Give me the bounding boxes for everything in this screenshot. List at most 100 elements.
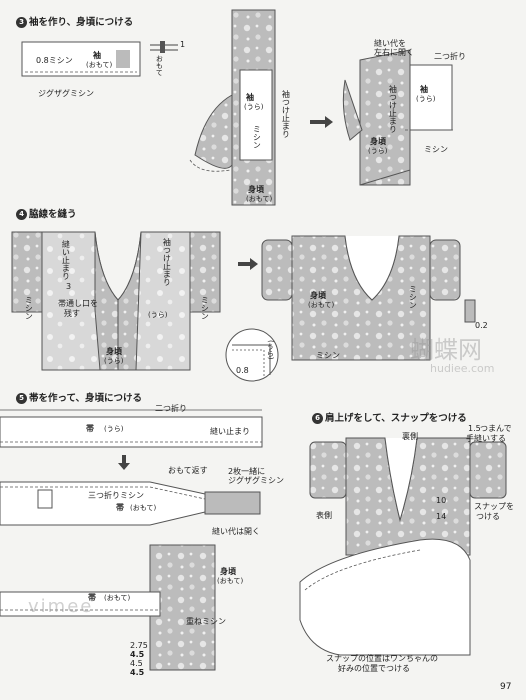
label-omote-3: (おもて) [308, 301, 335, 309]
label-45c: 4.5 [130, 668, 145, 677]
label-45b: 4.5 [130, 659, 143, 668]
label-sodetsuke-3: 袖つけ止まり [162, 238, 172, 286]
label-08b: 0.8 [236, 366, 249, 375]
label-omote-6: (おもて) [104, 594, 131, 602]
label-sode-1: 袖 [93, 51, 101, 60]
label-snap: スナップを [474, 502, 514, 511]
label-futatsu-ori-2: 二つ折り [155, 404, 187, 413]
label-nuishiro-hiraku: 縫い代は開く [212, 527, 260, 536]
label-obi-2: 帯 [116, 503, 124, 512]
watermark-hudie-url: hudiee.com [430, 362, 495, 375]
label-sode-3: 袖 [420, 85, 428, 94]
label-ura-7: (うら) [104, 425, 124, 433]
step5-number: 5 [16, 393, 27, 404]
label-omote-4: (おもて) [130, 504, 157, 512]
step5-title: 帯を作って、身頃につける [29, 393, 143, 404]
label-14: 14 [436, 512, 447, 521]
step3-arrow [310, 116, 333, 128]
label-mishin-3: ミシン [24, 296, 34, 320]
step4-closed-garment [261, 235, 476, 361]
label-mishin-2: ミシン [424, 145, 448, 154]
step5-down-arrow [118, 455, 130, 470]
label-nuishiro-2: 左右に開く [374, 48, 414, 57]
label-obi-1: 帯 [86, 424, 94, 433]
label-three: 3 [66, 282, 72, 291]
step4-title: 脇線を縫う [29, 209, 77, 220]
step3-sleeve-strip [21, 41, 178, 77]
step3-number: 3 [16, 17, 27, 28]
label-nimai-issho: 2枚一緒に [228, 467, 266, 476]
label-nui-tomari-1: 縫い止まり [61, 240, 71, 280]
label-migoro-5: 身頃 [220, 567, 236, 576]
step6-number: 6 [312, 413, 323, 424]
label-migoro-3: 身頃 [106, 347, 122, 356]
label-mishin-4: ミシン [200, 296, 210, 320]
label-ura-1: (うら) [244, 103, 264, 111]
label-sodetsuke-1: 袖つけ止まり [281, 90, 291, 138]
step4-detail-circle [225, 328, 279, 382]
label-futatsu-ori-1: 二つ折り [434, 52, 466, 61]
watermark-vimee: vimee [28, 596, 94, 617]
label-mishin-1: ミシン [252, 125, 262, 149]
label-02: 0.2 [475, 321, 488, 330]
snap-note-1: スナップの位置はワンちゃんの [326, 654, 438, 663]
label-ura-6: (うら) [266, 340, 275, 360]
label-mishin-5: ミシン [408, 285, 418, 309]
step4-number: 4 [16, 209, 27, 220]
label-08-mishin: 0.8ミシン [36, 56, 73, 65]
page-number: 97 [500, 682, 512, 692]
step3-body-sleeve [189, 9, 276, 206]
label-obi-3: 帯 [88, 593, 96, 602]
label-sodetsuke-2: 袖つけ止まり [388, 85, 398, 133]
step5-obi-strip [0, 409, 263, 448]
step6-title: 肩上げをして、スナップをつける [325, 413, 467, 424]
label-tsumande: つまんで [480, 424, 512, 433]
label-omote-5: (おもて) [217, 577, 244, 585]
label-omote-kaesu: おもて返す [168, 466, 208, 475]
label-zigzag: ジグザグミシン [38, 89, 94, 98]
label-sode-2: 袖 [246, 93, 254, 102]
label-45a: 4.5 [130, 650, 145, 659]
label-ura-2: (うら) [416, 95, 436, 103]
label-nui-tomari-2: 縫い止まり [210, 427, 250, 436]
label-tsukeru: つける [476, 512, 500, 521]
label-zigzag-2: ジグザグミシン [228, 476, 284, 485]
label-omote-2: (おもて) [246, 195, 273, 203]
step6-finished-kimono [299, 437, 507, 656]
step4-arrow [238, 258, 258, 270]
watermark-hudie: 蝴蝶网 [410, 336, 482, 364]
label-mitsuori: 三つ折りミシン [88, 491, 144, 500]
label-migoro-2: 身頃 [370, 137, 386, 146]
label-tenui: 手縫いする [466, 434, 506, 443]
label-mishin-6: ミシン [316, 351, 340, 360]
step3-title: 袖を作り、身頃につける [29, 17, 134, 28]
label-nokosu: 残す [64, 309, 80, 318]
step5-attached [0, 544, 216, 671]
label-10: 10 [436, 496, 447, 505]
label-275: 2.75 [130, 641, 148, 650]
label-ura-3: (うら) [368, 147, 388, 155]
label-obitooshi: 帯通し口を [58, 299, 98, 308]
label-15: 1.5 [468, 424, 481, 433]
label-one-1: 1 [180, 40, 186, 49]
step3-result [342, 49, 455, 186]
step5-obi-sewn [0, 481, 261, 526]
label-ura-5: (うら) [104, 357, 124, 365]
label-omotegawa: 表側 [316, 511, 332, 520]
label-nuishiro-1: 縫い代を [374, 39, 406, 48]
label-uragawa: 裏側 [402, 432, 418, 441]
label-omote-small: おもて [155, 55, 164, 76]
label-omote-1: (おもて) [86, 61, 113, 69]
label-kasane-mishin: 重ねミシン [186, 617, 226, 626]
step4-open-garment [11, 231, 221, 371]
label-migoro-4: 身頃 [310, 291, 326, 300]
snap-note-2: 好みの位置でつける [338, 664, 410, 673]
label-ura-4: (うら) [148, 311, 168, 319]
label-migoro-1: 身頃 [248, 185, 264, 194]
